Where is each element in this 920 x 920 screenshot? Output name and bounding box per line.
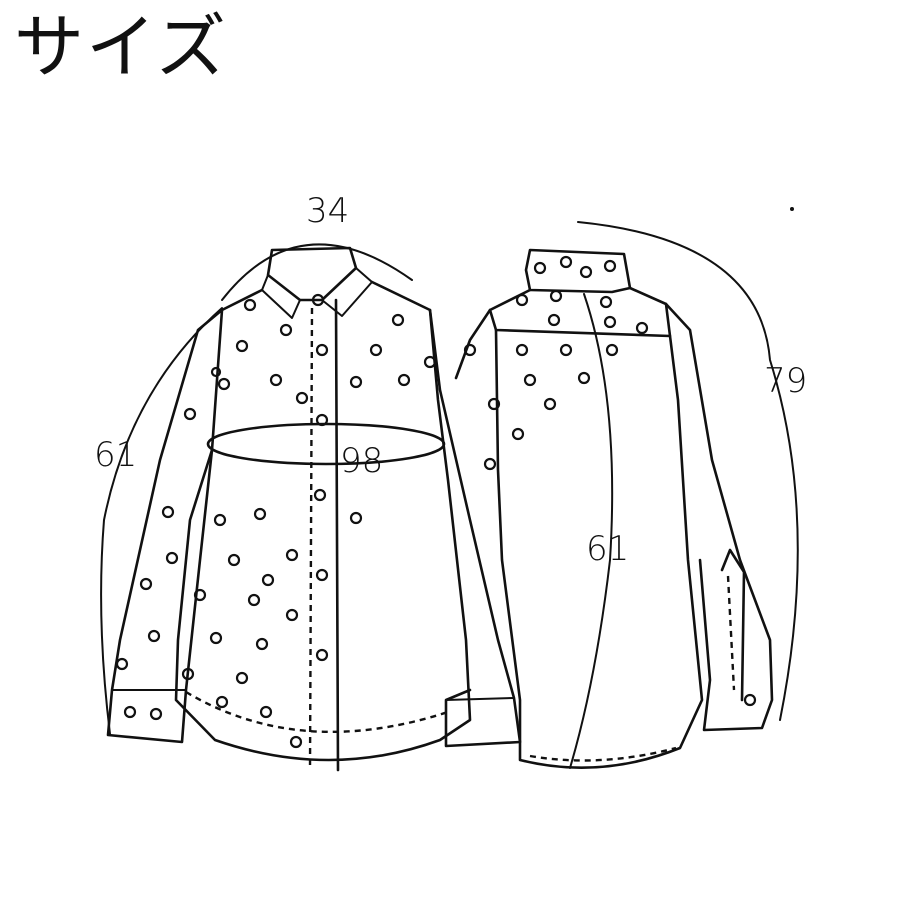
- shoulder-width-label: 34: [306, 191, 349, 231]
- back-left-sleeve: [454, 308, 492, 380]
- front-left-sleeve: [106, 308, 224, 744]
- front-collar: [266, 246, 358, 302]
- shirt-back-sketch: [454, 207, 799, 769]
- back-collar: [524, 248, 632, 294]
- total-length-label: 79: [764, 361, 807, 401]
- front-dots: [115, 298, 437, 749]
- front-body-outline: [174, 280, 472, 762]
- back-body-outline: [494, 328, 704, 769]
- back-yoke: [488, 286, 672, 338]
- chest-width-label: 98: [340, 441, 383, 481]
- back-right-sleeve: [664, 302, 774, 732]
- shirt-front-sketch: [100, 243, 522, 772]
- page-title: サイズ: [14, 6, 228, 88]
- chest-measure-loop: [206, 422, 446, 466]
- front-right-sleeve: [428, 308, 522, 748]
- back-dots: [463, 255, 649, 471]
- back-body-length-label: 61: [586, 529, 629, 569]
- front-placket: [308, 307, 314, 771]
- sleeve-length-label: 61: [94, 435, 137, 475]
